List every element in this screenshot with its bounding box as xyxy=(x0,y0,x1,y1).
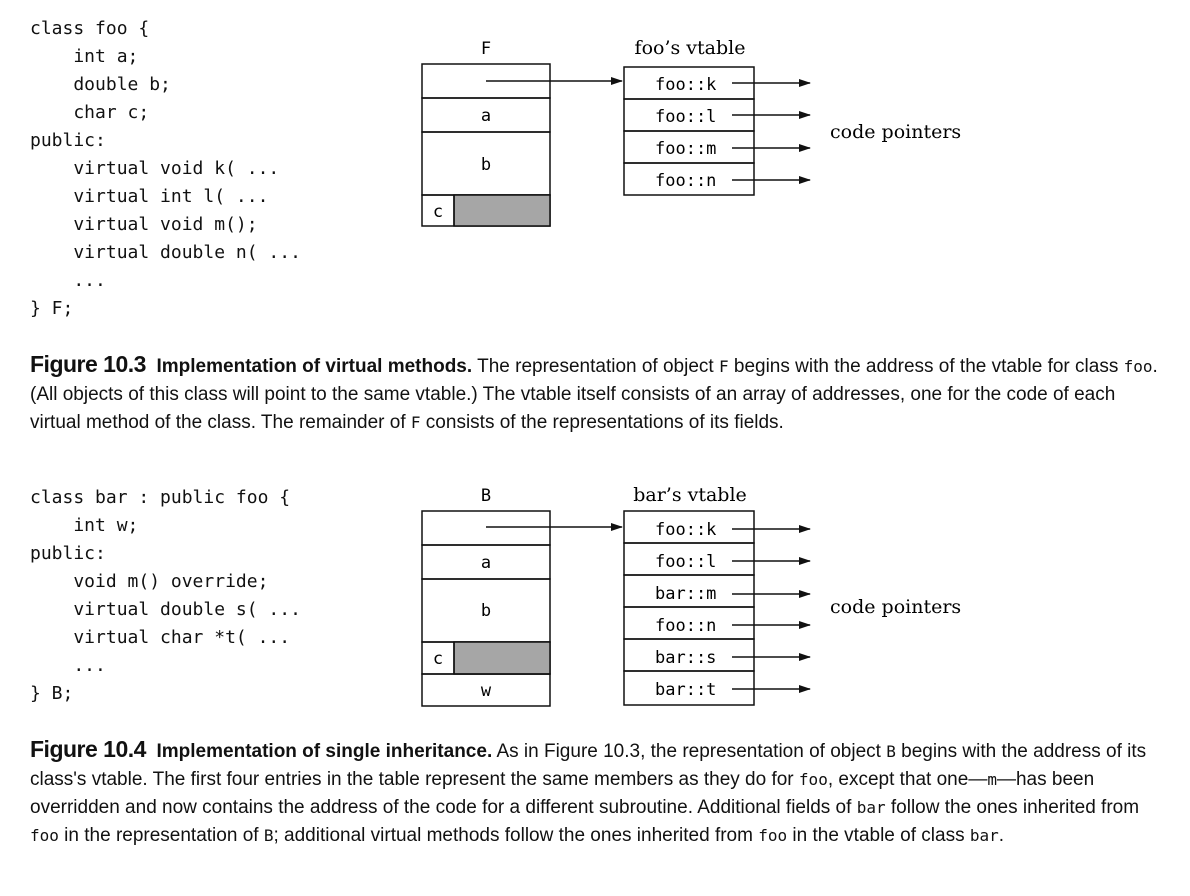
bar-vtable-label: bar’s vtable xyxy=(633,484,747,506)
field-label: b xyxy=(481,155,491,175)
foo-vtable-label: foo’s vtable xyxy=(635,37,746,59)
vtable-entry: foo::k xyxy=(655,520,716,540)
field-label: c xyxy=(433,649,443,669)
caption-text: —has been overridden and now contains th… xyxy=(30,769,1095,818)
caption-text: , except that one— xyxy=(827,769,988,790)
figure-10-4-caption: Figure 10.4 Implementation of single inh… xyxy=(30,735,1165,850)
caption-text: follow the ones inherited from xyxy=(885,797,1140,818)
object-b-label: B xyxy=(481,486,491,506)
vtable-entry: foo::m xyxy=(655,139,716,159)
caption-code: B xyxy=(263,826,274,845)
vtable-entry: foo::n xyxy=(655,616,716,636)
vtable-entry: bar::m xyxy=(655,584,716,604)
caption-text: The representation of object xyxy=(472,356,719,377)
caption-text: . xyxy=(998,825,1005,846)
caption-code: m xyxy=(987,770,997,789)
caption-text: in the vtable of class xyxy=(787,825,970,846)
caption-text: consists of the representations of its f… xyxy=(420,412,784,433)
vtable-entry: bar::s xyxy=(655,648,716,668)
object-b-vptr-slot xyxy=(421,510,551,546)
figure-10-3-caption: Figure 10.3 Implementation of virtual me… xyxy=(30,350,1165,437)
vtable-entry: bar::t xyxy=(655,680,716,700)
figure-10-4-diagram: B a b c w bar’s vtable foo::k foo::l bar… xyxy=(421,484,961,707)
figure-label: Figure 10.3 xyxy=(30,351,146,377)
bar-class-code: class bar : public foo { int w; public: … xyxy=(30,487,301,704)
code-pointers-label: code pointers xyxy=(830,596,961,618)
vtable-entry: foo::l xyxy=(655,107,716,127)
caption-text: As in Figure 10.3, the representation of… xyxy=(492,741,887,762)
caption-code: foo xyxy=(30,826,59,845)
field-label: c xyxy=(433,202,443,222)
caption-text: begins with the address of its class's v… xyxy=(30,741,1147,790)
caption-code: foo xyxy=(758,826,788,845)
code-pointer-arrows xyxy=(732,525,811,693)
object-f-padding xyxy=(453,194,551,227)
code-pointer-arrows xyxy=(732,79,811,184)
caption-text: . (All objects of this class will point … xyxy=(30,356,1158,433)
caption-code: F xyxy=(718,357,729,376)
object-f-label: F xyxy=(481,39,491,59)
field-label: b xyxy=(481,601,491,621)
vtable-entry: foo::k xyxy=(655,75,716,95)
bar-vtable xyxy=(623,510,755,706)
field-label: a xyxy=(481,553,491,573)
figure-10-3-diagram: F a b c foo’s vtable foo::k foo::l foo::… xyxy=(421,37,961,227)
field-label: w xyxy=(481,681,492,701)
vtable-entry: foo::l xyxy=(655,552,716,572)
field-label: a xyxy=(481,106,491,126)
caption-code: F xyxy=(410,413,421,432)
vtable-entry: foo::n xyxy=(655,171,716,191)
object-b xyxy=(421,510,551,707)
caption-code: foo xyxy=(1123,357,1153,376)
caption-text: ; additional virtual methods follow the … xyxy=(273,825,759,846)
object-b-padding xyxy=(453,641,551,675)
caption-code: bar xyxy=(969,826,999,845)
figure-title: Implementation of single inheritance. xyxy=(156,741,493,762)
code-pointers-label: code pointers xyxy=(830,121,961,143)
caption-code: B xyxy=(886,742,896,761)
caption-text: begins with the address of the vtable fo… xyxy=(728,356,1124,377)
object-b-field-w xyxy=(421,673,551,707)
figure-label: Figure 10.4 xyxy=(30,736,146,762)
caption-text: in the representation of xyxy=(58,825,264,846)
figure-title: Implementation of virtual methods. xyxy=(156,356,473,377)
foo-class-code: class foo { int a; double b; char c; pub… xyxy=(30,18,301,319)
caption-code: foo xyxy=(798,770,828,789)
caption-code: bar xyxy=(856,798,886,817)
